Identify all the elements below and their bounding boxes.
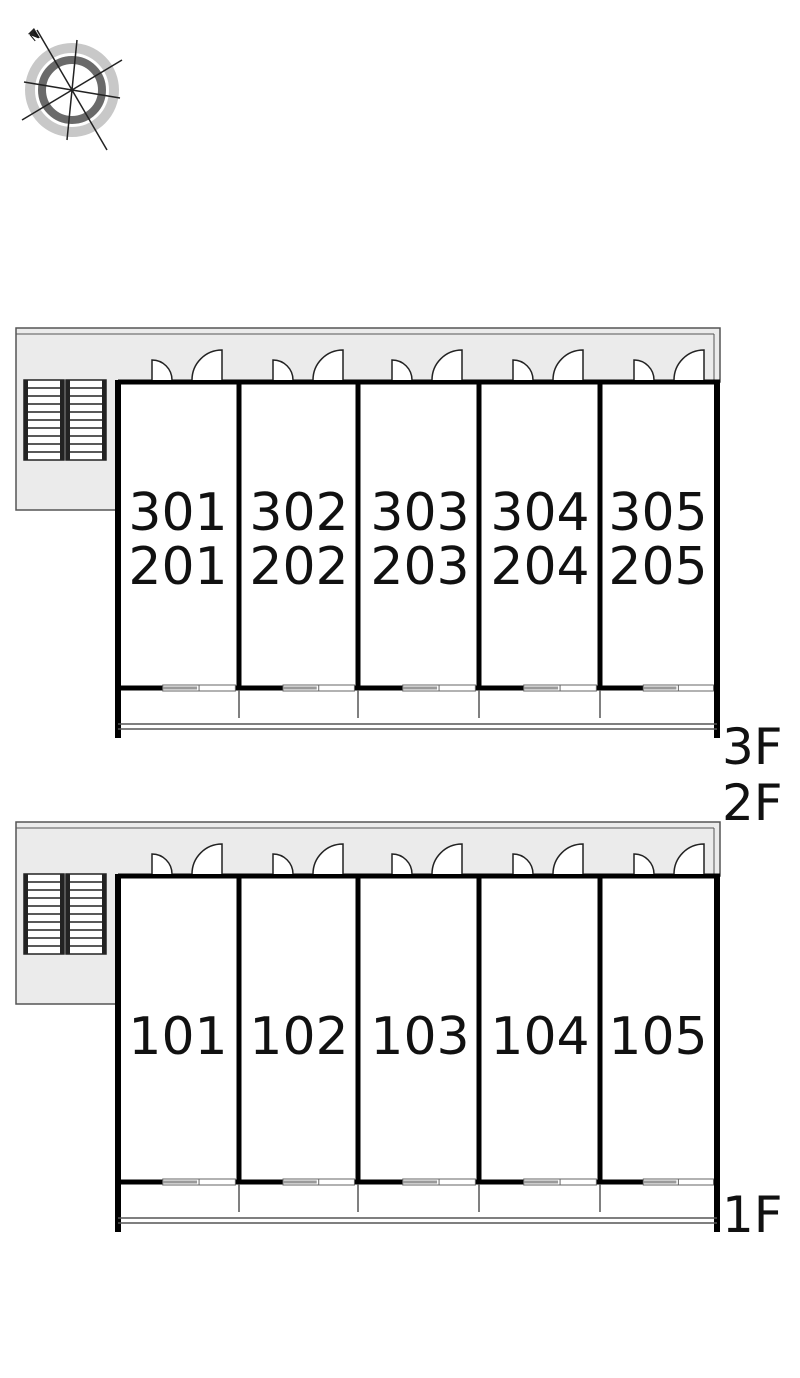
unit-105: 105 [608, 1007, 707, 1067]
stair-rail [66, 874, 70, 954]
door-large [673, 349, 705, 381]
unit-305: 305 [608, 483, 707, 543]
unit-201: 201 [128, 537, 227, 597]
compass-icon: N [21, 28, 123, 151]
unit-102: 102 [249, 1007, 348, 1067]
window-pane [523, 1180, 559, 1184]
compass-needle [36, 29, 73, 91]
door-large [673, 843, 705, 875]
door-small [151, 853, 173, 875]
unit-103: 103 [370, 1007, 469, 1067]
window-pane [402, 686, 438, 690]
unit-304: 304 [490, 483, 589, 543]
stair-rail [102, 380, 106, 460]
unit-301: 301 [128, 483, 227, 543]
lower-block-1f [15, 821, 721, 1232]
door-small [633, 359, 655, 381]
door-large [431, 843, 463, 875]
floor-label-3f: 3F [722, 718, 783, 776]
unit-303: 303 [370, 483, 469, 543]
door-small [272, 359, 294, 381]
door-large [552, 843, 584, 875]
unit-203: 203 [370, 537, 469, 597]
window-pane [162, 686, 198, 690]
door-large [191, 843, 223, 875]
unit-104: 104 [490, 1007, 589, 1067]
window-pane [402, 1180, 438, 1184]
compass-needle [21, 89, 73, 121]
floor-label-2f: 2F [722, 774, 783, 832]
window-pane [643, 1180, 677, 1184]
compass-needle [71, 39, 78, 91]
door-small [512, 359, 534, 381]
compass-needle [66, 89, 73, 141]
stair-rail [60, 380, 64, 460]
door-large [191, 349, 223, 381]
unit-302: 302 [249, 483, 348, 543]
window-pane [162, 1180, 198, 1184]
floor-label-1f: 1F [722, 1186, 783, 1244]
staircase [65, 873, 107, 955]
unit-204: 204 [490, 537, 589, 597]
door-large [312, 349, 344, 381]
compass-needle [71, 89, 108, 151]
door-large [312, 843, 344, 875]
door-small [391, 853, 413, 875]
unit-101: 101 [128, 1007, 227, 1067]
door-small [272, 853, 294, 875]
window-pane [643, 686, 677, 690]
compass-needle [71, 59, 123, 91]
stair-rail [24, 874, 28, 954]
window-pane [283, 686, 317, 690]
window-pane [523, 686, 559, 690]
staircase [65, 379, 107, 461]
compass-needle [23, 81, 73, 91]
door-large [431, 349, 463, 381]
staircase [23, 379, 65, 461]
window-pane [283, 1180, 317, 1184]
corridor [15, 821, 721, 1005]
unit-205: 205 [608, 537, 707, 597]
staircase [23, 873, 65, 955]
door-small [151, 359, 173, 381]
compass-arrowhead [28, 28, 40, 38]
stair-rail [102, 874, 106, 954]
door-small [512, 853, 534, 875]
door-small [391, 359, 413, 381]
compass-needle [71, 89, 121, 99]
unit-202: 202 [249, 537, 348, 597]
stair-rail [66, 380, 70, 460]
door-small [633, 853, 655, 875]
door-large [552, 349, 584, 381]
upper-block-3f-2f [15, 327, 721, 738]
compass-ring-outer [25, 43, 119, 137]
compass-ring-inner [38, 56, 106, 124]
stair-rail [24, 380, 28, 460]
compass-north-label: N [28, 29, 43, 44]
stair-rail [60, 874, 64, 954]
